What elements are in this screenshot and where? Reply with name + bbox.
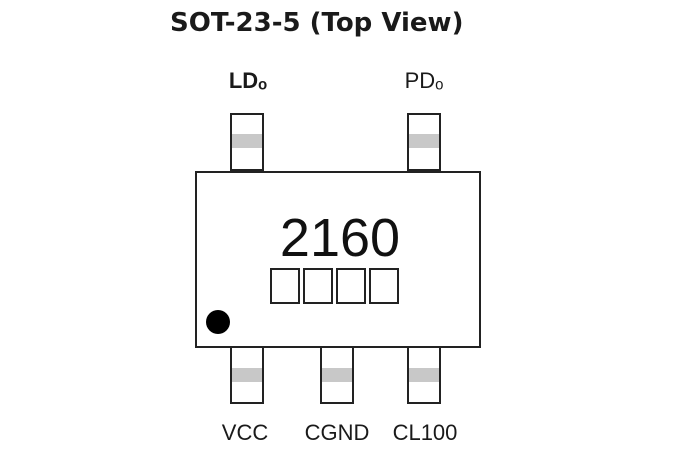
pin-band [322,368,352,382]
pin-pdo [407,113,441,171]
marking-code-box-3 [336,268,366,304]
marking-text: 2160 [279,208,401,268]
pin-cgnd [320,346,354,404]
marking-code-box-1 [270,268,300,304]
pin-ldo [230,113,264,171]
pin1-marker-dot [206,310,230,334]
pin-band [232,368,262,382]
pin-vcc [230,346,264,404]
marking-code-box-4 [369,268,399,304]
package-body [195,171,481,348]
pin-label-cl100: CL100 [392,420,458,445]
pin-cl100 [407,346,441,404]
pin-label-vcc: VCC [221,420,269,445]
pin-label-ldo: LDₒ [228,68,268,93]
pin-band [409,368,439,382]
pin-band [409,134,439,148]
pin-band [232,134,262,148]
marking-code-box-2 [303,268,333,304]
pin-label-pdo: PDₒ [404,68,444,93]
diagram-title: SOT-23-5 (Top View) [170,8,464,38]
pin-label-cgnd: CGND [304,420,370,445]
